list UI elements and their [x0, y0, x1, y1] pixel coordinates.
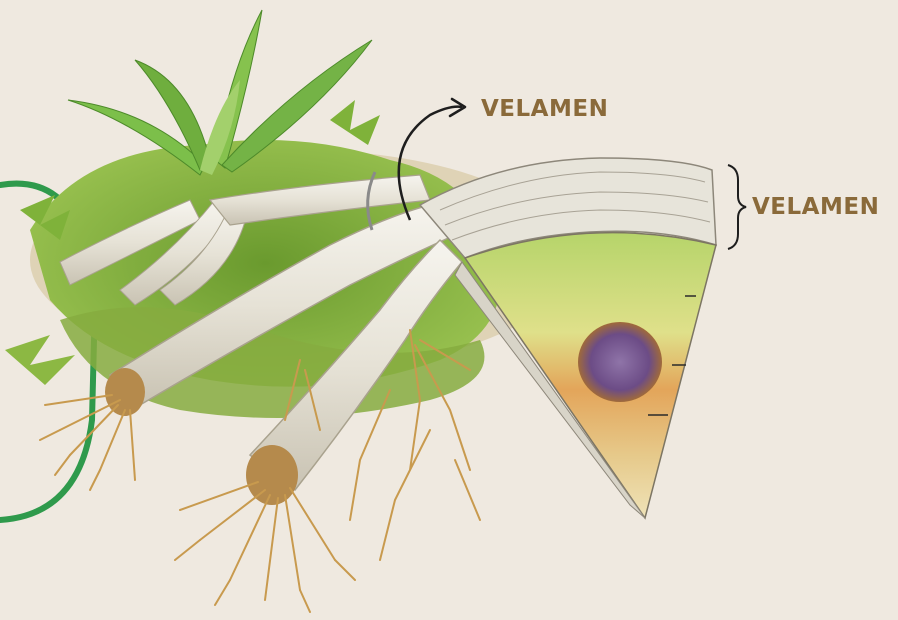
label-velamen-top: VELAMEN — [481, 96, 608, 122]
velamen-brace — [728, 165, 746, 249]
stele — [578, 322, 662, 402]
cross-section-wedge — [455, 233, 716, 518]
label-velamen-right: VELAMEN — [752, 194, 879, 220]
